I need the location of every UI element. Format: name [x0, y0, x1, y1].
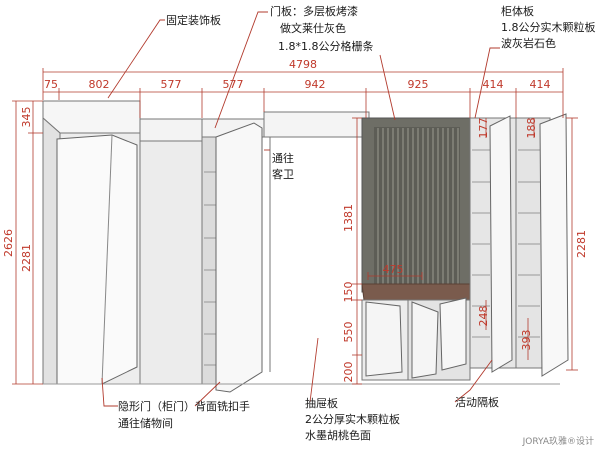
label-drawer-2: 2公分厚实木颗粒板	[305, 412, 400, 426]
dim-seg-925: 925	[408, 78, 429, 91]
section3-interior	[201, 136, 217, 385]
dim-seg-414a: 414	[483, 78, 504, 91]
walnut-counter	[361, 283, 473, 301]
section3-door-open	[215, 122, 263, 393]
label-cabinet-2: 1.8公分实木颗粒板	[501, 20, 596, 34]
label-door-panel-1: 门板：多层板烤漆	[270, 4, 358, 18]
right-cabinet-1-shelves	[472, 149, 490, 338]
dim-cab-393: 393	[520, 330, 533, 351]
section2-top	[139, 118, 203, 142]
lower-door-1	[365, 301, 403, 377]
passage-top-panel	[263, 111, 370, 138]
label-door-panel-2: 做文莱仕灰色	[280, 21, 346, 35]
leader-lines	[101, 11, 500, 407]
dim-mid-550: 550	[342, 322, 355, 343]
dim-mid-1381: 1381	[342, 204, 355, 232]
dim-cab-177: 177	[477, 118, 490, 139]
section2-body	[139, 140, 203, 385]
dim-left-lower: 2281	[20, 244, 33, 272]
dim-seg-802: 802	[89, 78, 110, 91]
cabinet-drawing	[42, 100, 569, 393]
dimension-text: 4798 75 802 577 577 942 925 414 414 2626…	[2, 58, 588, 383]
hidden-door-open	[56, 134, 138, 385]
section3-shelves	[204, 171, 216, 366]
label-fixed-panel: 固定装饰板	[166, 13, 221, 27]
label-cabinet-3: 波灰岩石色	[501, 36, 556, 50]
label-guest-bath-2: 客卫	[272, 167, 294, 181]
hidden-door-edge	[101, 134, 113, 385]
dim-cab-188: 188	[525, 118, 538, 139]
dimension-lines	[12, 68, 578, 385]
dim-seg-577b: 577	[223, 78, 244, 91]
dim-left-overall: 2626	[2, 229, 15, 257]
dim-top-total: 4798	[289, 58, 317, 71]
grille-bars	[377, 128, 459, 284]
label-grille: 1.8*1.8公分格栅条	[278, 39, 374, 53]
fixed-top-panel	[42, 100, 141, 134]
dim-mid-150: 150	[342, 282, 355, 303]
label-hidden-door-1: 隐形门（柜门）背面铣扣手	[118, 399, 250, 413]
label-drawer-1: 抽屉板	[305, 396, 338, 410]
dim-seg-577a: 577	[161, 78, 182, 91]
dim-right-height: 2281	[575, 230, 588, 258]
dim-seg-75: 75	[44, 78, 58, 91]
lower-door-3	[439, 297, 467, 371]
lower-door-2	[411, 301, 439, 379]
label-drawer-3: 水墨胡桃色面	[305, 428, 371, 442]
watermark: JORYA玖雅®设计	[522, 435, 594, 447]
dim-mid-475: 475	[383, 263, 404, 276]
dim-mid-200: 200	[342, 362, 355, 383]
label-guest-bath-1: 通往	[272, 151, 294, 165]
label-hidden-door-2: 通往储物间	[118, 416, 173, 430]
grille-niche-back	[374, 127, 460, 285]
dim-left-upper: 345	[20, 107, 33, 128]
right-cabinet-2-shelves	[518, 149, 540, 338]
label-cabinet-1: 柜体板	[501, 4, 534, 18]
dim-seg-414b: 414	[530, 78, 551, 91]
right-door-1-open	[489, 115, 513, 373]
right-door-2-open	[539, 113, 569, 377]
dim-cab-248: 248	[477, 306, 490, 327]
dim-seg-942: 942	[305, 78, 326, 91]
label-shelf: 活动隔板	[455, 395, 499, 409]
annotation-text: 固定装饰板 门板：多层板烤漆 做文莱仕灰色 1.8*1.8公分格栅条 柜体板 1…	[118, 4, 596, 442]
